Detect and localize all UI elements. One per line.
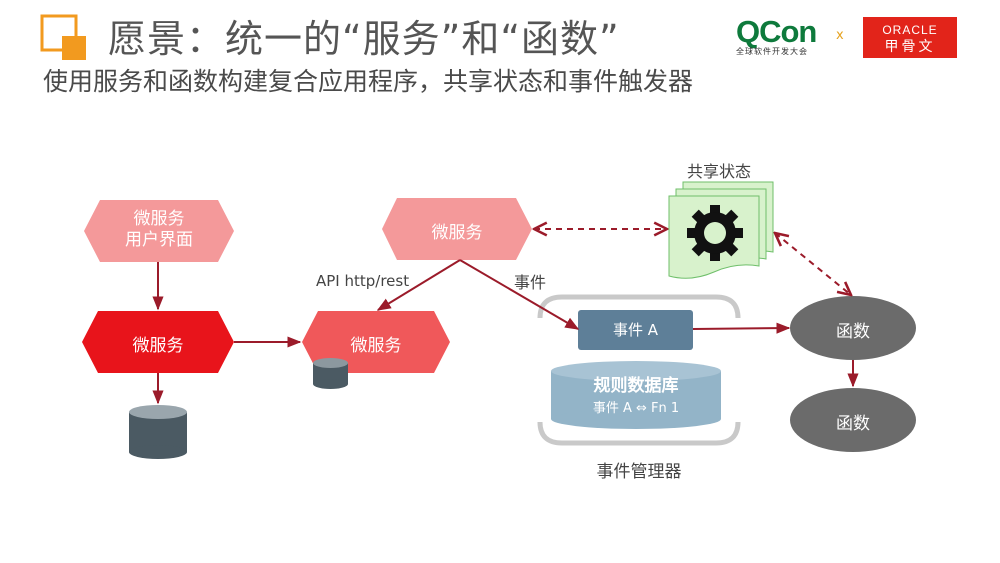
event-a-label: 事件 A [612,321,659,339]
database-small-icon [313,358,348,389]
rules-db-title: 规则数据库 [593,376,679,396]
arrow-event [459,259,580,330]
event-a-box [578,310,693,350]
oracle-logo: ORACLE 甲骨文 [863,17,957,58]
page-title: 愿景：统一的“服务”和“函数” [108,17,620,61]
service-mid-label: 微服务 [350,336,402,356]
dashed-arrow-state-function [775,233,851,295]
title-accent-icon [40,14,86,60]
ui-service-label: 微服务 用户界面 [84,209,234,251]
service-left-hexagon [82,311,234,373]
qcon-logo: QCon [736,14,817,49]
qcon-tagline: 全球软件开发大会 [736,47,808,56]
shared-state-label: 共享状态 [687,162,752,181]
event-manager-label: 事件管理器 [596,462,682,482]
rules-database-icon [551,361,721,429]
arrow-api [376,259,461,311]
arrow-event-to-function [692,322,791,334]
service-top-hexagon [382,198,532,260]
event-manager-bracket-bottom [537,421,741,446]
oracle-logo-cn: 甲骨文 [884,39,936,55]
logo-separator: x [836,28,844,43]
function-1-ellipse [790,296,916,360]
function-2-label: 函数 [836,414,870,434]
rules-db-rule: 事件 A ⇔ Fn 1 [592,401,680,416]
ui-service-label-line1: 微服务 [133,209,185,229]
database-large-icon [129,405,187,459]
oracle-logo-text: ORACLE [882,23,938,37]
ui-service-hexagon [84,200,234,262]
service-left-label: 微服务 [132,336,184,356]
function-1-label: 函数 [836,322,870,342]
page-subtitle: 使用服务和函数构建复合应用程序，共享状态和事件触发器 [43,67,694,96]
gear-icon [687,205,743,261]
event-label: 事件 [514,273,547,292]
function-2-ellipse [790,388,916,452]
ui-service-label-line2: 用户界面 [125,230,193,250]
service-top-label: 微服务 [431,223,483,243]
service-mid-hexagon [302,311,450,373]
api-label: API http/rest [316,272,410,290]
